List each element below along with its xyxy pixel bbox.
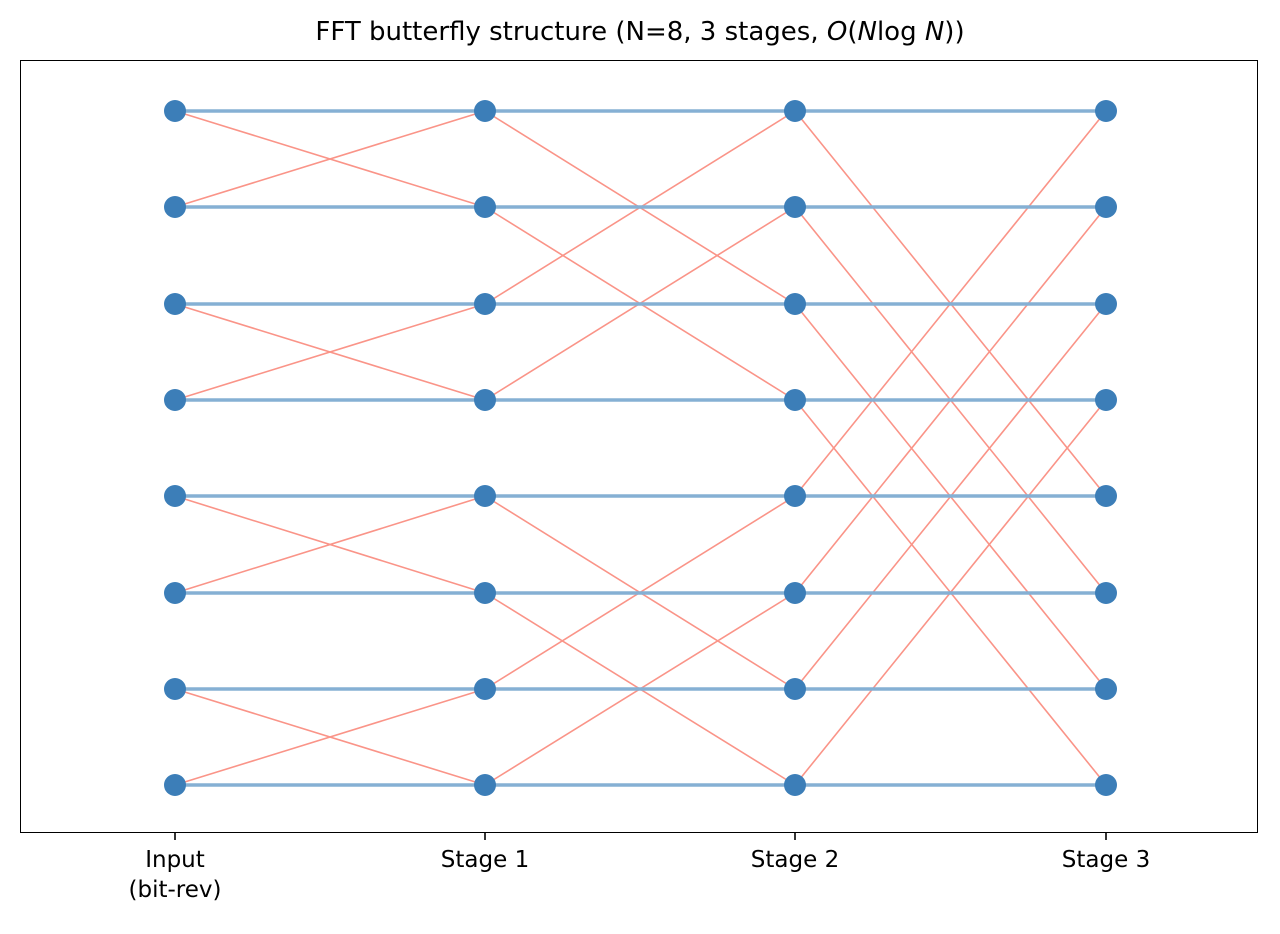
- x-tick-label: Input (bit-rev): [128, 847, 222, 903]
- nodes-group: [164, 100, 1117, 796]
- butterfly-node: [1095, 293, 1117, 315]
- butterfly-node: [784, 678, 806, 700]
- x-tick-label: Stage 3: [1061, 847, 1151, 873]
- butterfly-node: [474, 196, 496, 218]
- butterfly-node: [1095, 196, 1117, 218]
- butterfly-node: [474, 389, 496, 411]
- butterfly-node: [1095, 678, 1117, 700]
- butterfly-node: [1095, 582, 1117, 604]
- x-tick-label: Stage 2: [750, 847, 840, 873]
- butterfly-node: [474, 485, 496, 507]
- x-tick-label: Stage 1: [440, 847, 530, 873]
- butterfly-node: [164, 485, 186, 507]
- title-segment: log: [876, 17, 925, 47]
- butterfly-node: [474, 293, 496, 315]
- butterfly-node: [1095, 389, 1117, 411]
- butterfly-node: [784, 293, 806, 315]
- butterfly-node: [474, 678, 496, 700]
- butterfly-node: [164, 293, 186, 315]
- cross-edge: [174, 495, 486, 594]
- butterfly-node: [784, 100, 806, 122]
- cross-edge: [174, 110, 486, 208]
- title-segment: )): [944, 17, 965, 47]
- title-segment: (: [847, 17, 858, 47]
- butterfly-node: [164, 389, 186, 411]
- butterfly-node: [164, 774, 186, 796]
- butterfly-node: [784, 389, 806, 411]
- butterfly-node: [784, 196, 806, 218]
- cross-edge: [174, 303, 486, 401]
- butterfly-node: [784, 774, 806, 796]
- butterfly-node: [164, 678, 186, 700]
- page-title: FFT butterfly structure (N=8, 3 stages, …: [0, 17, 1280, 47]
- butterfly-node: [1095, 774, 1117, 796]
- cross-edges-group: [174, 110, 1107, 786]
- butterfly-node: [784, 582, 806, 604]
- butterfly-node: [474, 100, 496, 122]
- butterfly-node: [164, 100, 186, 122]
- title-segment: O: [826, 17, 848, 47]
- butterfly-node: [164, 196, 186, 218]
- title-segment: N: [857, 17, 877, 47]
- butterfly-node: [1095, 100, 1117, 122]
- cross-edge: [174, 688, 486, 786]
- butterfly-node: [164, 582, 186, 604]
- butterfly-node: [784, 485, 806, 507]
- title-segment: N: [924, 17, 945, 47]
- butterfly-node: [474, 774, 496, 796]
- butterfly-node: [474, 582, 496, 604]
- straight-edges-group: [173, 109, 1108, 787]
- butterfly-node: [1095, 485, 1117, 507]
- x-ticks-group: [174, 833, 1107, 840]
- title-segment: FFT butterfly structure (N=8, 3 stages,: [315, 17, 827, 47]
